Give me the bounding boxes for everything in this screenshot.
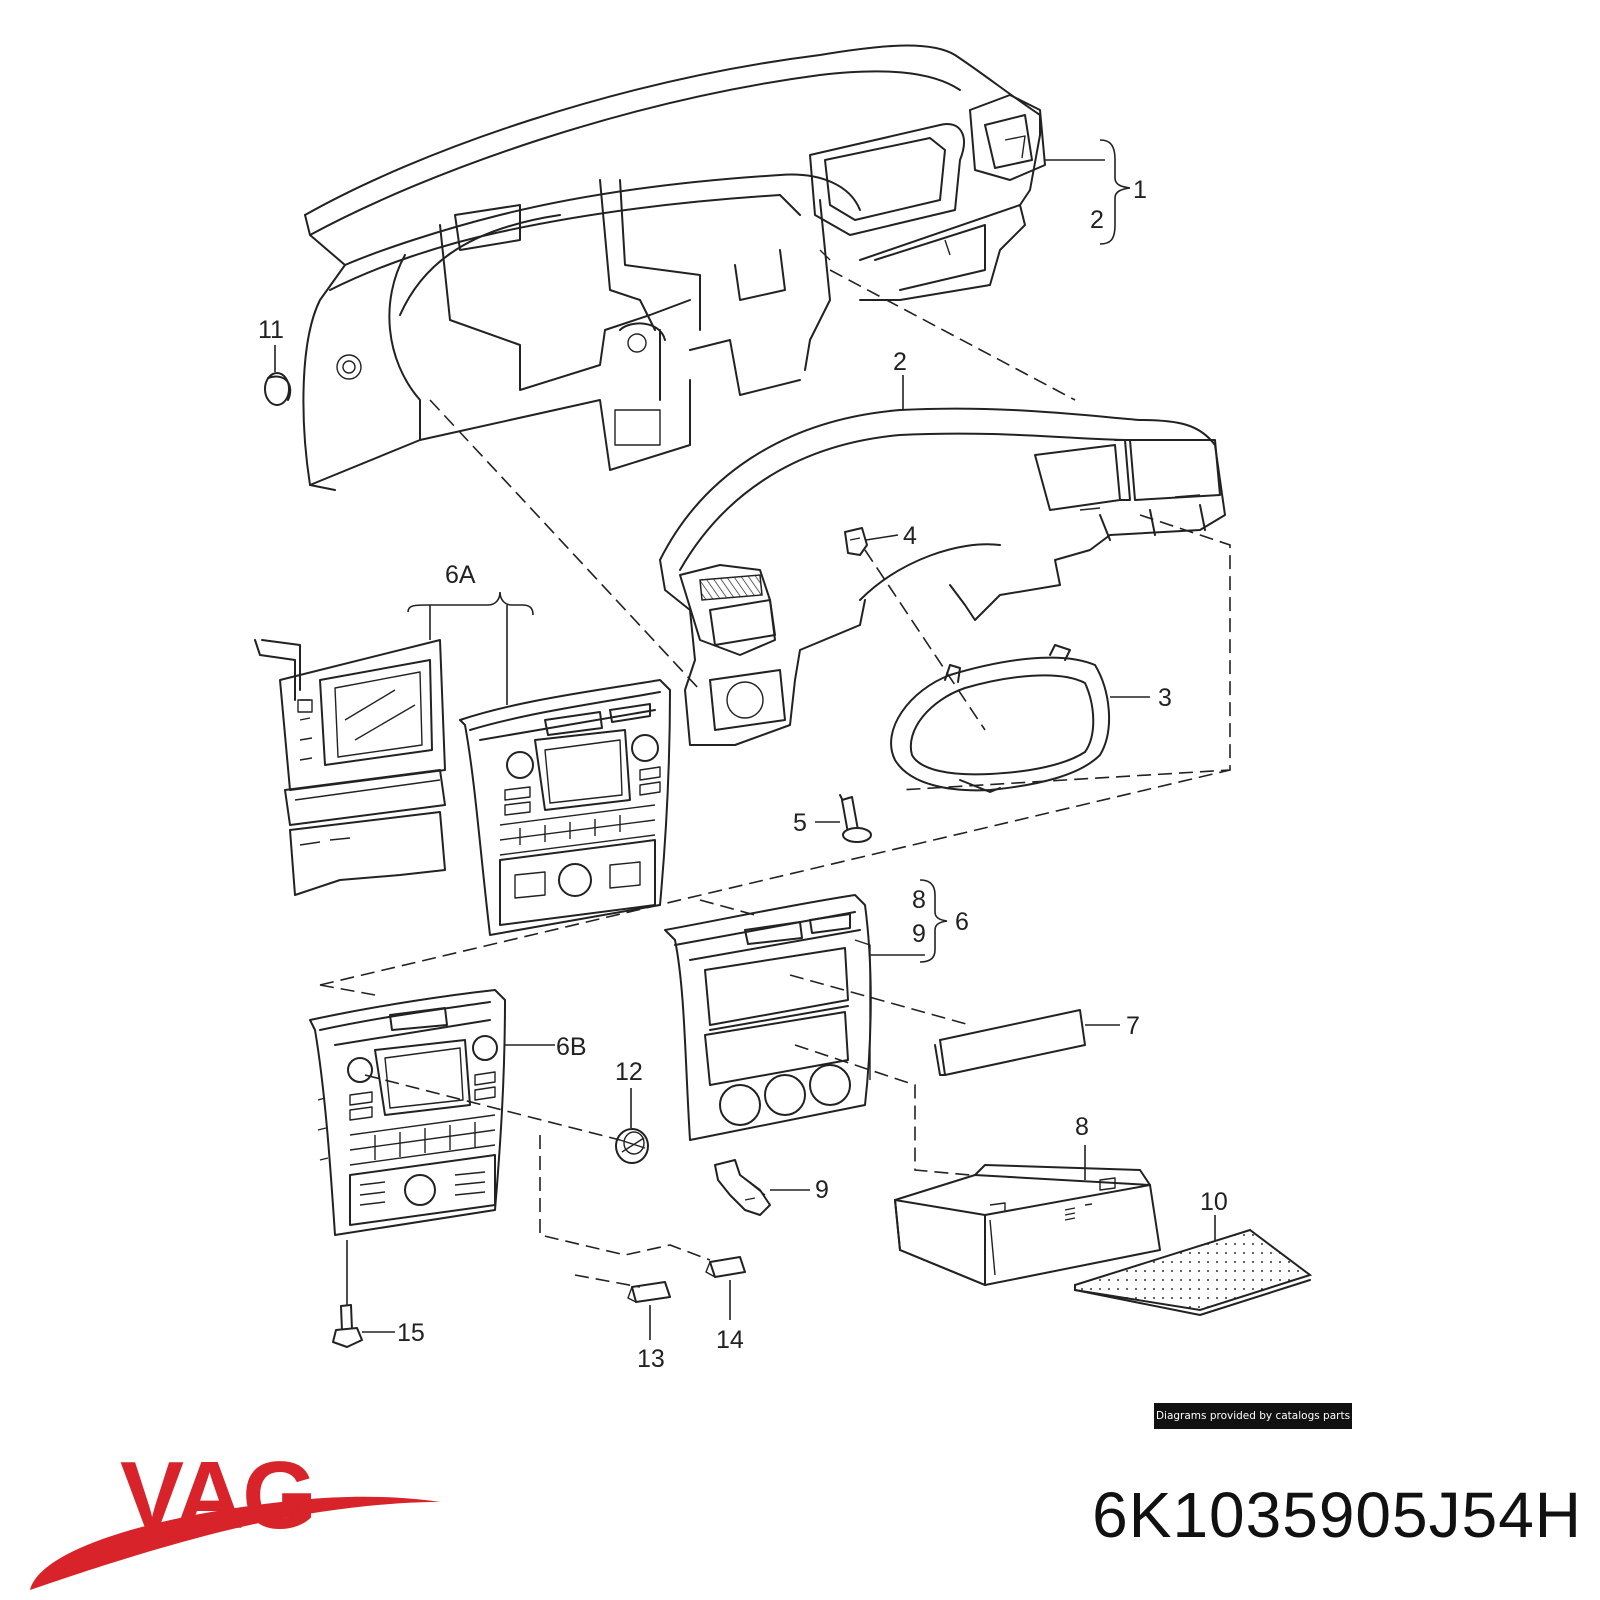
callout-2-top: 2: [1090, 206, 1104, 234]
callout-7: 7: [1126, 1012, 1140, 1040]
latch-9: [714, 1159, 771, 1216]
dash-cover: [659, 407, 1226, 746]
callout-15: 15: [397, 1319, 425, 1347]
control-unit-6B: [309, 989, 506, 1236]
callout-2-cover: 2: [893, 348, 907, 376]
callout-4: 4: [903, 522, 917, 550]
callout-6: 6: [955, 908, 969, 936]
callout-labels: 1 2 2 3 4 5 6 6A 6B 7 8 8 9 9 10 11 12 1…: [258, 176, 1228, 1373]
console-frame-8-9: [664, 894, 872, 1141]
vag-logo-text: VAG: [120, 1442, 315, 1549]
assembly-lines: [319, 269, 1231, 1288]
callout-11: 11: [258, 316, 284, 344]
button-14: [705, 1256, 746, 1278]
callout-3: 3: [1158, 684, 1172, 712]
callout-14: 14: [716, 1326, 744, 1354]
callout-5: 5: [793, 809, 807, 837]
cluster-bezel: [890, 644, 1111, 793]
dashboard-carrier: [302, 44, 1046, 491]
callout-9-bracket: 9: [912, 920, 926, 948]
part-number: 6K1035905J54H: [1092, 1479, 1582, 1551]
diagram-credit-badge: Diagrams provided by catalogs parts: [1154, 1403, 1352, 1429]
callout-8-tray: 8: [1075, 1113, 1089, 1141]
callout-1: 1: [1133, 176, 1147, 204]
button-13: [627, 1281, 671, 1303]
callout-6B: 6B: [556, 1033, 587, 1061]
callout-6A: 6A: [445, 561, 476, 589]
callout-9-latch: 9: [815, 1176, 829, 1204]
vag-logo-swoosh: [30, 1496, 440, 1590]
callout-10: 10: [1200, 1188, 1228, 1216]
clip-part-4: [844, 527, 868, 556]
screw-part-5: [839, 794, 872, 843]
callout-13: 13: [637, 1345, 665, 1373]
control-unit-6A: [254, 639, 671, 936]
screw-15: [332, 1304, 363, 1348]
mat-10: [1074, 1228, 1313, 1316]
callout-12: 12: [615, 1058, 643, 1086]
storage-tray-8: [894, 1164, 1161, 1286]
blank-plate-7: [934, 1009, 1086, 1076]
leader-lines: [274, 139, 1216, 1340]
callout-8-bracket: 8: [912, 886, 926, 914]
knob-12: [615, 1128, 649, 1164]
cap-11: [264, 372, 292, 406]
vag-logo: VAG: [30, 1442, 440, 1590]
